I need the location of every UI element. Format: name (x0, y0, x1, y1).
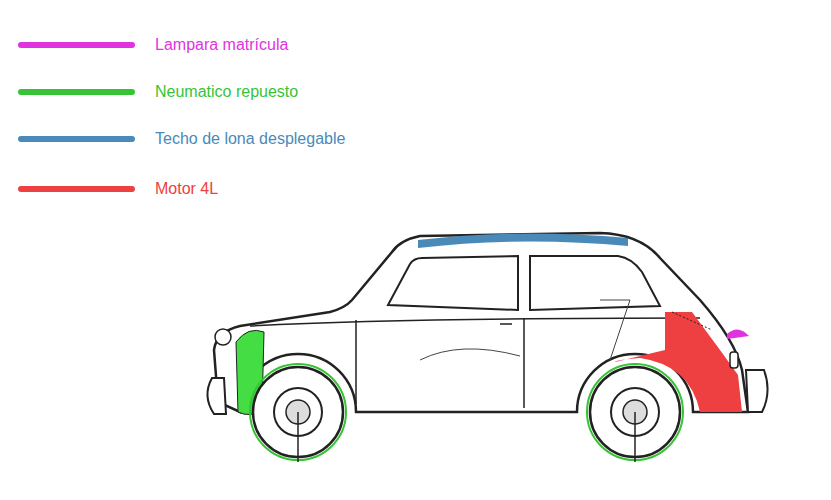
legend-label: Neumatico repuesto (155, 82, 298, 102)
headlight (215, 329, 231, 345)
legend-label: Lampara matrícula (155, 35, 288, 55)
front-wheel (250, 364, 346, 462)
legend-label: Techo de lona desplegable (155, 129, 345, 149)
tail-light (730, 352, 738, 368)
rear-wheel (587, 364, 683, 462)
grille-line (672, 312, 712, 330)
legend-swatch (18, 42, 135, 48)
legend-swatch (18, 136, 135, 142)
front-bumper (207, 378, 226, 414)
rear-bumper (746, 370, 768, 412)
interior-line (420, 300, 630, 360)
door-line (356, 318, 524, 408)
legend-swatch (18, 186, 135, 192)
plate-lamp (727, 329, 749, 339)
legend-label: Motor 4L (155, 179, 218, 199)
canvas-roof (418, 233, 628, 248)
front-window (388, 256, 518, 310)
legend-swatch (18, 89, 135, 95)
rear-window (530, 256, 660, 310)
belt-line (250, 318, 700, 326)
